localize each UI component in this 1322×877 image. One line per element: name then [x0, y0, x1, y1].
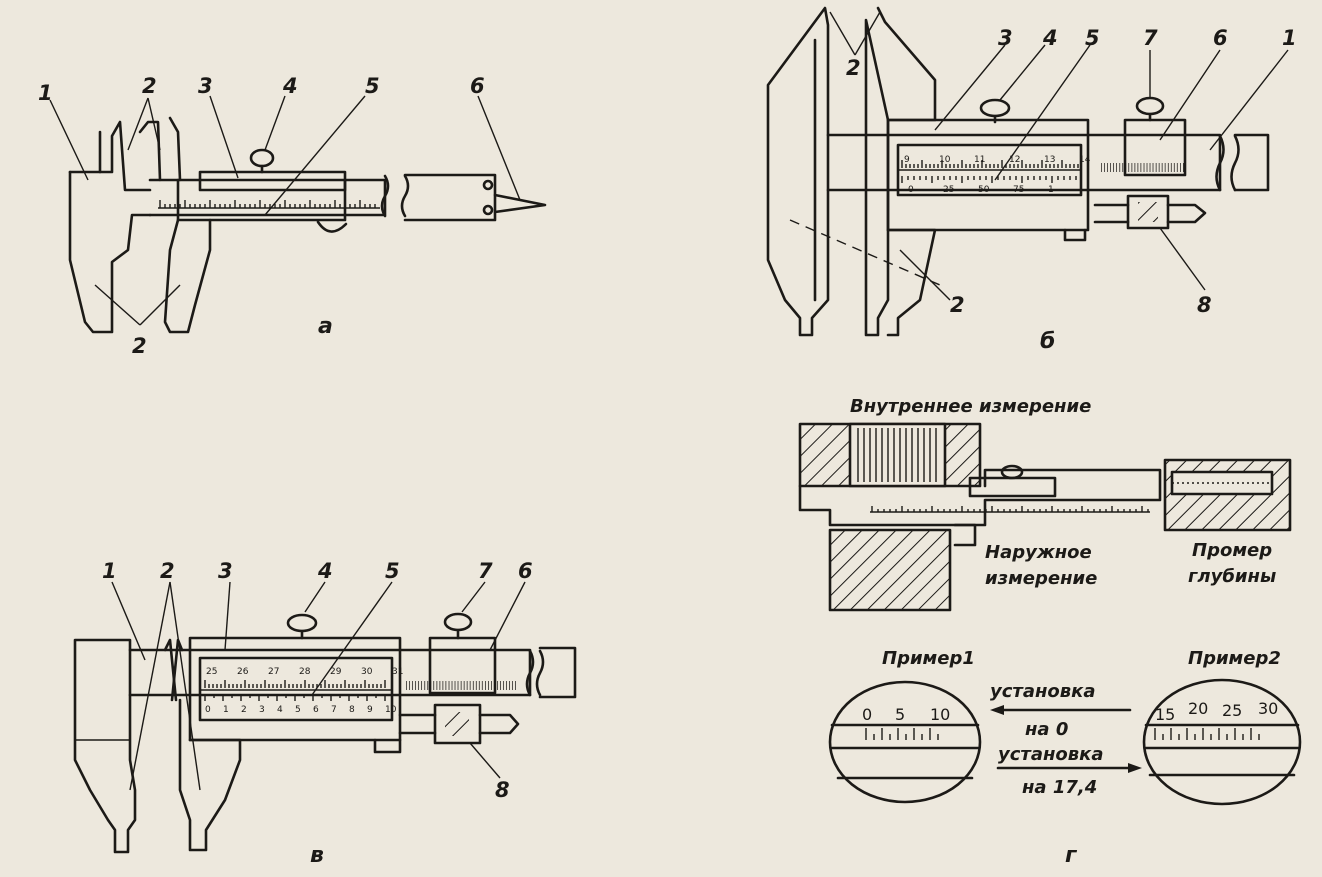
figure-b-vernier-label-4: 1: [1048, 185, 1054, 195]
example-1-title: Пример1: [882, 648, 975, 669]
arrow-2-label-2: на 17,4: [1022, 777, 1097, 798]
figure-b-callout-2: 2: [846, 56, 861, 80]
figure-v-main-scale-label-5: 30: [361, 667, 373, 677]
figure-b-main-scale-label-3: 12: [1009, 155, 1020, 165]
figure-v-main-scale-label-0: 25: [206, 667, 217, 677]
figure-v-vernier-label-6: 6: [313, 705, 319, 715]
figure-a-main-scale: [158, 200, 380, 209]
depth-measurement-label-1: Промер: [1192, 540, 1272, 561]
figure-g-caption: г: [1065, 843, 1078, 868]
inner-measurement-label: Внутреннее измерение: [850, 396, 1091, 417]
figure-b-callout-4: 4: [1042, 26, 1058, 50]
figure-b-main-scale-label-5: 14: [1079, 155, 1091, 165]
figure-v-vernier-label-7: 7: [331, 705, 337, 715]
arrow-1-label-1: установка: [990, 681, 1096, 702]
figure-v-vernier-label-0: 0: [205, 705, 211, 715]
figure-v-scales: 25 26 27 28 29 30 31 0 1 2 3 4 5 6 7 8 9 10 |||||||||||||…: [204, 667, 517, 715]
figure-v-callout-1: 1: [102, 559, 117, 583]
example-2-scale-30: 30: [1258, 699, 1278, 718]
figure-b-scales: 9 10 11 12 13 14 0 25 50 75 1 ||||||||||||||||||||…: [901, 155, 1185, 195]
figure-b-vernier-label-3: 75: [1013, 185, 1024, 195]
figure-a-callout-2b: 2: [132, 334, 147, 358]
arrow-1-label-2: на 0: [1025, 719, 1068, 740]
figure-b-main-scale-label-0: 9: [904, 155, 910, 165]
figure-v-caption: в: [310, 843, 324, 868]
figure-b-callout-2b: 2: [950, 293, 965, 317]
figure-a-callout-1: 1: [38, 81, 53, 105]
figure-v-vernier-label-1: 1: [223, 705, 229, 715]
figure-v-callout-3: 3: [218, 559, 233, 583]
example-2-scale-20: 20: [1188, 699, 1208, 718]
figure-b-vernier-label-0: 0: [908, 185, 914, 195]
figure-a-callout-3: 3: [198, 74, 213, 98]
figure-v-main-scale-label-1: 26: [237, 667, 249, 677]
figure-v-vernier-label-3: 3: [259, 705, 265, 715]
figure-g-measurement-modes: Внутреннее измерение Наружное измерение …: [798, 396, 1302, 868]
figure-a-callout-5: 5: [365, 74, 380, 98]
svg-text:||||||||||||||||||||||||||||||: |||||||||||||||||||||||||||||||||||||: [405, 681, 517, 691]
figure-v-callout-5: 5: [385, 559, 400, 583]
figure-b-callout-5: 5: [1085, 26, 1100, 50]
figure-b-callout-3: 3: [998, 26, 1013, 50]
example-1-scale-5: 5: [895, 705, 905, 724]
svg-text:||||||||||||||||||||||||||||: ||||||||||||||||||||||||||||: [1100, 163, 1185, 173]
figure-b-callout-6: 6: [1213, 26, 1228, 50]
example-1-scale-0: 0: [862, 705, 872, 724]
figure-b-main-scale-label-1: 10: [939, 155, 951, 165]
figure-b-vernier-label-1: 25: [943, 185, 954, 195]
example-2-lens: [1142, 678, 1302, 806]
figure-v-main-scale-label-2: 27: [268, 667, 279, 677]
figure-v-callout-2: 2: [160, 559, 175, 583]
example-2-title: Пример2: [1188, 648, 1281, 669]
figure-a-caption: а: [318, 314, 333, 339]
figure-b-callout-1: 1: [1282, 26, 1297, 50]
example-1-scale-10: 10: [930, 705, 950, 724]
figure-b-caption: б: [1040, 329, 1055, 354]
figure-b-callout-7: 7: [1143, 26, 1158, 50]
figure-a-callout-4: 4: [282, 74, 298, 98]
figure-b-main-scale-label-4: 13: [1044, 155, 1055, 165]
outer-measurement-label-2: измерение: [985, 568, 1097, 589]
figure-v-callout-8: 8: [495, 778, 510, 802]
figure-v-main-scale-label-3: 28: [299, 667, 311, 677]
depth-measurement-label-2: глубины: [1188, 566, 1276, 587]
figure-v-main-scale-label-6: 31: [392, 667, 403, 677]
figure-v-callout-6: 6: [518, 559, 533, 583]
figure-v-callout-7: 7: [478, 559, 493, 583]
figure-a-callout-2: 2: [142, 74, 157, 98]
example-2-scale-15: 15: [1155, 705, 1175, 724]
outer-measurement-label-1: Наружное: [985, 542, 1092, 563]
figure-v-main-scale-label-4: 29: [330, 667, 342, 677]
arrow-2-label-1: установка: [998, 744, 1104, 765]
figure-v-vernier-label-4: 4: [277, 705, 283, 715]
figure-a-caliper: 1 2 3 4 5 6 2 а: [38, 74, 547, 358]
figure-v-vernier-label-8: 8: [349, 705, 355, 715]
figure-b-vernier-label-2: 50: [978, 185, 990, 195]
example-2-scale-25: 25: [1222, 701, 1242, 720]
figure-b-main-scale-label-2: 11: [974, 155, 985, 165]
figure-v-vernier-label-2: 2: [241, 705, 247, 715]
figure-v-callout-4: 4: [317, 559, 333, 583]
figure-a-callout-6: 6: [470, 74, 485, 98]
figure-v-vernier-label-10: 10: [385, 705, 397, 715]
figure-b-callout-8: 8: [1197, 293, 1212, 317]
example-1-lens: [828, 680, 982, 804]
figure-v-vernier-label-9: 9: [367, 705, 373, 715]
figure-v-vernier-label-5: 5: [295, 705, 301, 715]
